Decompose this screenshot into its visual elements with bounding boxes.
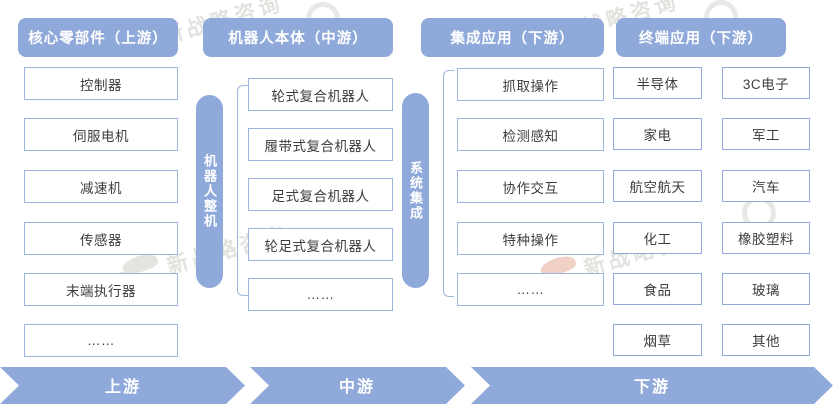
list-item: 轮式复合机器人 [248,78,393,111]
vertical-bar-system-integration: 系统集成 [402,93,429,288]
list-item: 汽车 [722,170,810,202]
list-item: 传感器 [24,222,178,255]
list-item: 控制器 [24,67,178,100]
list-item: 化工 [613,222,702,254]
chevron-midstream [250,367,465,404]
vertical-bar-robot-machine: 机器人整机 [196,95,223,288]
bracket-downstream [443,70,454,297]
footer-label-downstream: 下游 [633,379,670,396]
header-end-application: 终端应用（下游） [616,18,786,57]
list-item: …… [457,273,604,306]
list-item: 协作交互 [457,170,604,203]
list-item: 航空航天 [613,170,702,202]
list-item: 足式复合机器人 [248,178,393,211]
footer-label-upstream: 上游 [104,379,141,396]
list-item: 检测感知 [457,118,604,151]
chevron-banner [0,367,833,404]
header-robot-body: 机器人本体（中游） [203,18,393,57]
list-item: 食品 [613,273,702,305]
chevron-downstream [471,367,833,404]
list-item: 其他 [722,324,810,356]
list-item: 末端执行器 [24,273,178,306]
header-core-components: 核心零部件（上游） [18,18,178,57]
bracket-midstream [237,85,248,296]
list-item: 特种操作 [457,222,604,255]
list-item: 玻璃 [722,273,810,305]
list-item: 减速机 [24,170,178,203]
list-item: 轮足式复合机器人 [248,228,393,261]
chevron-upstream [0,367,245,404]
list-item: 烟草 [613,324,702,356]
list-item: 3C电子 [722,67,810,99]
list-item: …… [24,324,178,357]
list-item: 半导体 [613,67,702,99]
list-item: 伺服电机 [24,118,178,151]
list-item: 橡胶塑料 [722,222,810,254]
list-item: …… [248,278,393,311]
list-item: 家电 [613,118,702,150]
list-item: 军工 [722,118,810,150]
footer-label-midstream: 中游 [338,379,375,396]
header-integrated-application: 集成应用（下游） [421,18,604,57]
list-item: 抓取操作 [457,68,604,101]
list-item: 履带式复合机器人 [248,128,393,161]
